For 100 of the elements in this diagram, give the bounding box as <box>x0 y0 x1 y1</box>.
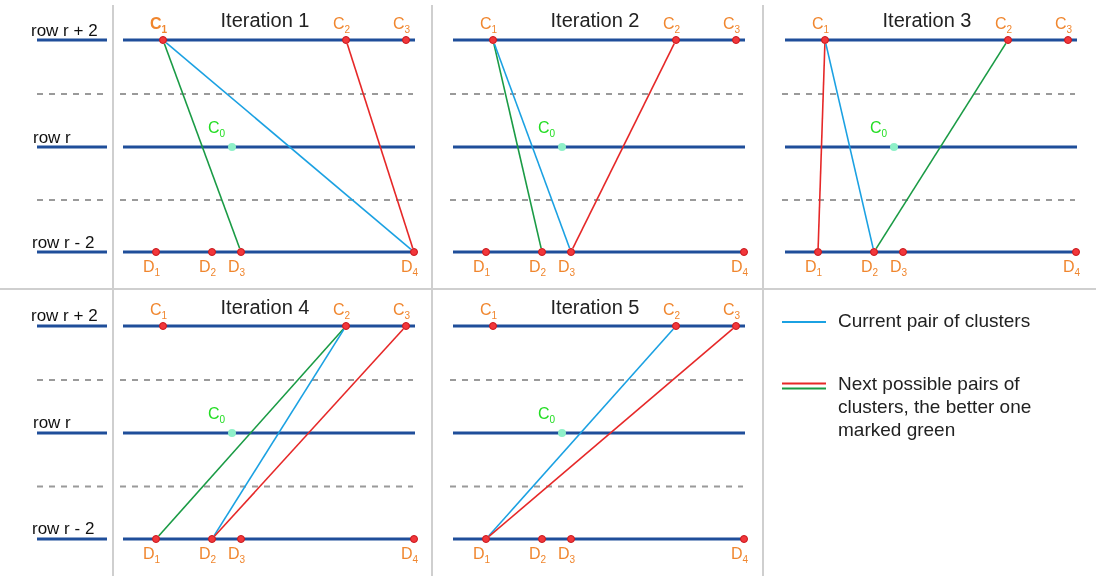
point-marker <box>402 322 410 330</box>
point-label: C$_{1}$ <box>480 302 498 322</box>
connector-line <box>493 43 542 249</box>
point-marker <box>821 36 829 44</box>
iteration-title: Iteration 2 <box>550 10 640 30</box>
point-label: C$_{0}$ <box>208 406 226 426</box>
point-label: D$_{2}$ <box>199 259 217 279</box>
row-label: row r <box>33 129 71 146</box>
row-label: row r - 2 <box>32 234 95 251</box>
point-marker <box>482 535 490 543</box>
point-label: C$_{2}$ <box>663 16 681 36</box>
connector-line <box>875 42 1007 250</box>
row-label: row r <box>33 414 71 431</box>
point-marker <box>402 36 410 44</box>
legend-text: Current pair of clusters <box>838 310 1032 333</box>
point-marker <box>567 535 575 543</box>
point-label: C$_{1}$ <box>150 302 168 322</box>
connector-line <box>493 42 571 250</box>
point-marker <box>208 535 216 543</box>
point-marker <box>1004 36 1012 44</box>
point-label: D$_{3}$ <box>228 546 246 566</box>
point-label: D$_{4}$ <box>731 546 749 566</box>
connector-line <box>488 327 734 538</box>
iteration-title: Iteration 4 <box>220 297 310 317</box>
point-marker <box>152 248 160 256</box>
point-marker <box>342 322 350 330</box>
point-marker <box>237 535 245 543</box>
point-label: C$_{1}$ <box>480 16 498 36</box>
point-marker <box>567 248 575 256</box>
point-label: D$_{3}$ <box>228 259 246 279</box>
point-label: C$_{1}$ <box>812 16 830 36</box>
point-marker <box>672 322 680 330</box>
row-label: row r - 2 <box>32 520 95 537</box>
point-label: D$_{2}$ <box>861 259 879 279</box>
point-marker <box>489 36 497 44</box>
point-label: C$_{0}$ <box>870 120 888 140</box>
point-label: D$_{4}$ <box>731 259 749 279</box>
point-marker <box>732 36 740 44</box>
iteration-title: Iteration 5 <box>550 297 640 317</box>
connector-line <box>817 43 826 249</box>
center-point-marker <box>558 143 566 151</box>
point-label: C$_{3}$ <box>723 302 741 322</box>
point-marker <box>237 248 245 256</box>
point-marker <box>899 248 907 256</box>
point-label: D$_{1}$ <box>473 546 491 566</box>
legend-text: Next possible pairs of clusters, the better one marked green <box>838 373 1033 442</box>
connector-line <box>165 41 412 251</box>
point-marker <box>538 248 546 256</box>
point-label: C$_{2}$ <box>333 16 351 36</box>
center-point-marker <box>228 143 236 151</box>
point-label: C$_{0}$ <box>208 120 226 140</box>
point-label: D$_{2}$ <box>529 546 547 566</box>
point-label: D$_{1}$ <box>143 259 161 279</box>
connector-line <box>825 43 874 249</box>
point-label: C$_{1}$ <box>150 16 168 36</box>
center-point-marker <box>558 429 566 437</box>
connector-line <box>346 43 414 249</box>
point-label: D$_{2}$ <box>529 259 547 279</box>
point-label: C$_{0}$ <box>538 120 556 140</box>
point-label: C$_{3}$ <box>723 16 741 36</box>
point-label: C$_{2}$ <box>333 302 351 322</box>
point-marker <box>152 535 160 543</box>
iteration-title: Iteration 1 <box>220 10 310 30</box>
point-marker <box>159 322 167 330</box>
connector-line <box>572 42 676 250</box>
point-label: C$_{0}$ <box>538 406 556 426</box>
point-marker <box>1064 36 1072 44</box>
point-marker <box>342 36 350 44</box>
point-marker <box>410 535 418 543</box>
point-marker <box>482 248 490 256</box>
center-point-marker <box>890 143 898 151</box>
point-marker <box>410 248 418 256</box>
point-marker <box>870 248 878 256</box>
point-marker <box>740 248 748 256</box>
point-label: D$_{3}$ <box>558 259 576 279</box>
iteration-title: Iteration 3 <box>882 10 972 30</box>
connector-line <box>213 328 405 537</box>
point-marker <box>489 322 497 330</box>
point-label: D$_{4}$ <box>1063 259 1081 279</box>
point-marker <box>208 248 216 256</box>
row-label: row r + 2 <box>31 307 98 324</box>
connector-line <box>487 328 675 537</box>
point-marker <box>672 36 680 44</box>
connector-line <box>213 328 345 537</box>
point-marker <box>814 248 822 256</box>
center-point-marker <box>228 429 236 437</box>
point-marker <box>740 535 748 543</box>
connector-line <box>163 42 241 250</box>
point-label: D$_{3}$ <box>890 259 908 279</box>
point-label: C$_{3}$ <box>393 16 411 36</box>
point-label: D$_{4}$ <box>401 259 419 279</box>
point-label: C$_{2}$ <box>995 16 1013 36</box>
point-marker <box>538 535 546 543</box>
point-marker <box>159 36 167 44</box>
point-label: D$_{1}$ <box>805 259 823 279</box>
connector-line <box>157 328 345 537</box>
point-label: D$_{2}$ <box>199 546 217 566</box>
point-label: D$_{3}$ <box>558 546 576 566</box>
point-label: D$_{1}$ <box>473 259 491 279</box>
point-marker <box>732 322 740 330</box>
